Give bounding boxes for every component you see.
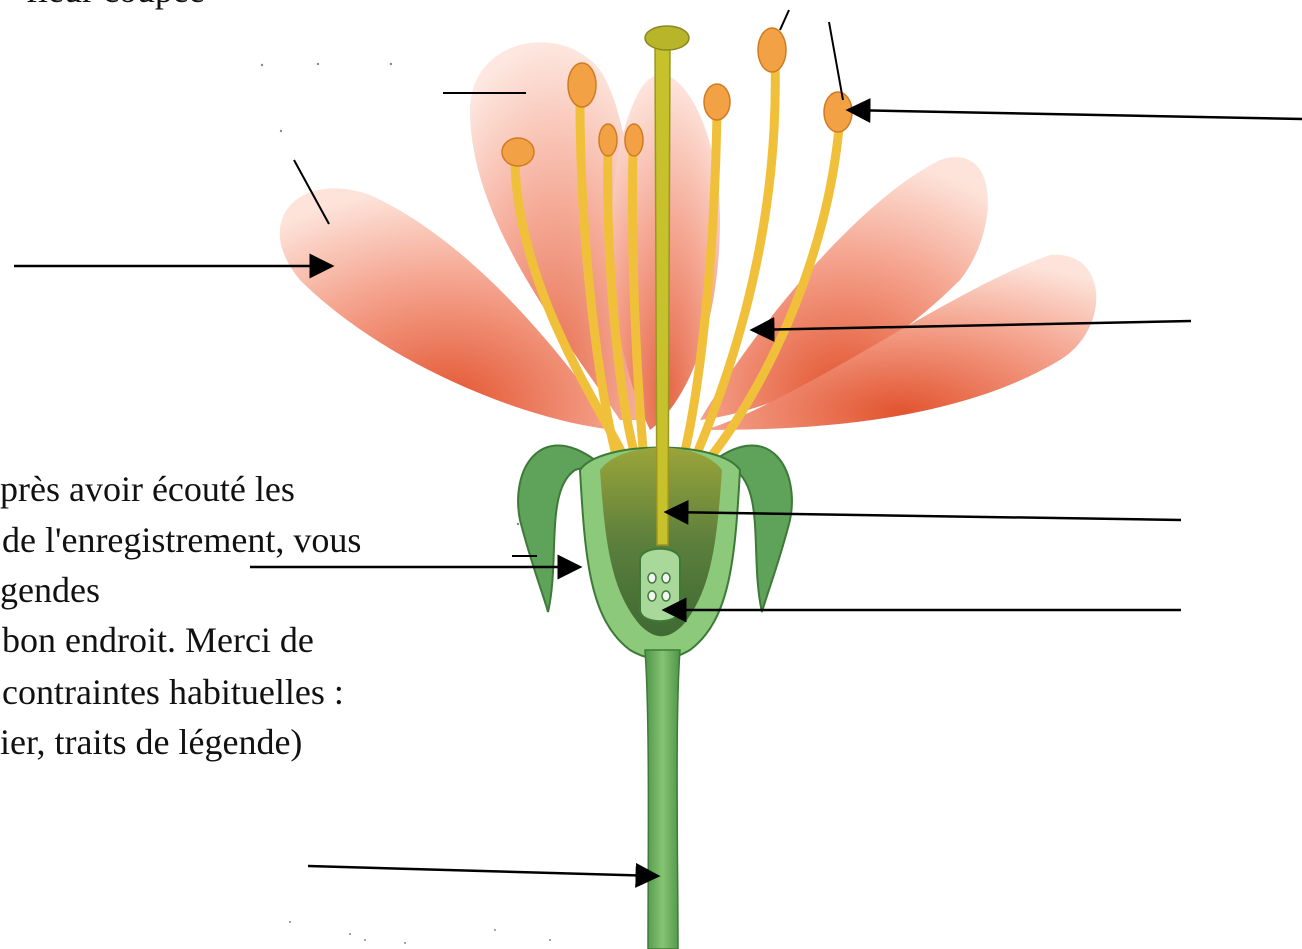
ovule	[662, 591, 670, 601]
petals	[280, 42, 1097, 430]
stigma	[645, 26, 689, 50]
anther	[625, 124, 643, 156]
partial-title: fleur coupée	[26, 0, 205, 14]
anther	[824, 92, 852, 132]
style	[655, 45, 670, 545]
sepals	[518, 445, 792, 659]
arrow-stem	[308, 866, 658, 876]
arrow-style	[666, 512, 1181, 520]
instruction-line: de l'enregistrement, vous	[2, 516, 361, 564]
ovule	[648, 591, 656, 601]
ovule	[648, 573, 656, 583]
anther	[704, 84, 730, 120]
instruction-line: près avoir écouté les	[0, 465, 295, 513]
arrow-anther	[848, 110, 1302, 119]
anther	[502, 138, 534, 166]
stem	[645, 650, 680, 949]
anther	[599, 124, 617, 156]
instruction-line: contraintes habituelles :	[2, 668, 344, 716]
instruction-line: bon endroit. Merci de	[2, 616, 314, 664]
tick-line	[829, 22, 843, 100]
tick-line	[780, 10, 789, 30]
instruction-line: gendes	[0, 566, 100, 614]
instruction-line: ier, traits de légende)	[0, 718, 302, 766]
anther	[568, 63, 596, 107]
ovule	[662, 573, 670, 583]
anther	[758, 28, 786, 72]
